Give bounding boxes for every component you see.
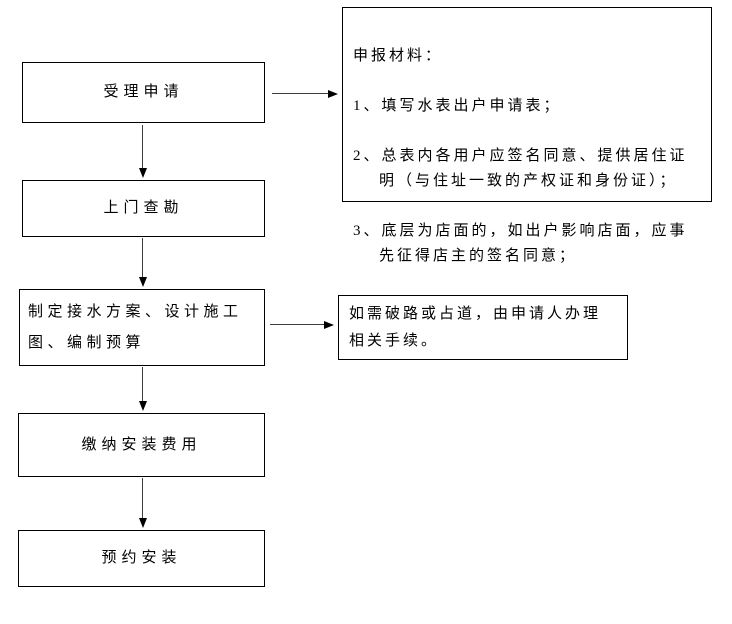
flow-step-label: 预约安装 [101, 550, 182, 566]
arrow-shaft [270, 323, 324, 326]
arrow-shaft [141, 367, 144, 401]
arrowhead-right-icon [324, 320, 334, 329]
arrow-plan-to-pay [138, 367, 147, 411]
flow-step-label: 制定接水方案、设计施工 图、编制预算 [28, 303, 243, 351]
arrowhead-down-icon [138, 168, 147, 178]
arrow-accept-to-survey [138, 125, 147, 178]
arrow-shaft [141, 125, 144, 168]
arrow-pay-to-schedule [138, 478, 147, 528]
note-road-permit: 如需破路或占道，由申请人办理 相关手续。 [338, 295, 628, 360]
note-application-materials: 申报材料： 1、填写水表出户申请表； 2、总表内各用户应签名同意、提供居住证 明… [342, 7, 712, 314]
arrowhead-down-icon [138, 401, 147, 411]
arrowhead-down-icon [138, 518, 147, 528]
note-item: 3、底层为店面的，如出户影响店面，应事 先征得店主的签名同意； [353, 223, 688, 264]
arrow-plan-to-road-note [270, 320, 334, 329]
note-item: 2、总表内各用户应签名同意、提供居住证 明（与住址一致的产权证和身份证）； [353, 148, 688, 189]
flow-step-pay-installation-fee: 缴纳安装费用 [18, 413, 265, 477]
arrow-survey-to-plan [138, 238, 147, 287]
note-text: 如需破路或占道，由申请人办理 相关手续。 [349, 305, 602, 349]
note-title: 申报材料： [353, 48, 444, 64]
arrow-accept-to-materials [272, 89, 338, 98]
flow-step-design-plan-budget: 制定接水方案、设计施工 图、编制预算 [19, 289, 265, 366]
arrow-shaft [141, 238, 144, 277]
flow-step-site-survey: 上门查勘 [22, 180, 265, 237]
flow-step-accept-application: 受理申请 [22, 62, 265, 123]
arrowhead-down-icon [138, 277, 147, 287]
flow-step-label: 受理申请 [103, 84, 184, 100]
flow-step-label: 缴纳安装费用 [81, 436, 202, 453]
flow-step-schedule-installation: 预约安装 [18, 530, 265, 587]
note-item: 1、填写水表出户申请表； [353, 98, 562, 114]
arrowhead-right-icon [328, 89, 338, 98]
flow-step-label: 上门查勘 [103, 200, 184, 216]
arrow-shaft [141, 478, 144, 518]
arrow-shaft [272, 92, 328, 95]
